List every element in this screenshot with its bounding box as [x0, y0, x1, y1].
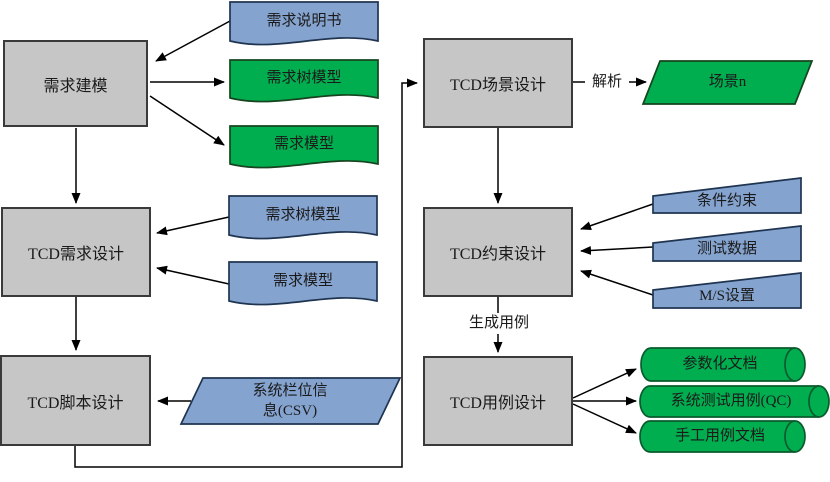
- doc-requirement-tree-model-green: [229, 59, 379, 103]
- edge-condition-to-constraint-design: [580, 203, 654, 230]
- cylinder-parameterized-doc-end-arc: [784, 347, 796, 382]
- edge-ms-to-constraint-design: [580, 269, 654, 296]
- manual-input-ms-setting: [652, 272, 802, 309]
- edge-modeling-to-model: [149, 95, 225, 146]
- doc-requirement-model-blue: [228, 261, 378, 306]
- parallelogram-system-field-info: [179, 377, 402, 425]
- edge-testdata-to-constraint-design: [580, 245, 654, 255]
- cylinder-system-test-case-qc-end-arc: [808, 385, 820, 418]
- manual-input-test-data: [652, 225, 802, 262]
- cylinder-manual-case-doc-end-arc: [784, 420, 796, 453]
- edge-model-to-req-design: [156, 265, 230, 285]
- node-requirements-modeling: 需求建模: [3, 40, 148, 127]
- cylinder-manual-case-doc: [639, 420, 806, 453]
- manual-input-condition-constraint: [652, 177, 802, 214]
- doc-requirement-spec: [229, 1, 379, 46]
- node-tcd-scenario-design: TCD场景设计: [423, 38, 573, 128]
- cylinder-system-test-case-qc: [639, 385, 830, 418]
- edge-script-design-to-scenario-design: [74, 78, 418, 468]
- edge-usecase-to-param-doc: [572, 368, 637, 399]
- edges: [71, 20, 654, 468]
- node-tcd-requirements-design: TCD需求设计: [1, 207, 151, 297]
- doc-requirement-model-green: [229, 125, 379, 169]
- node-tcd-constraint-design: TCD约束设计: [423, 207, 573, 297]
- edge-spec-to-modeling: [155, 20, 231, 62]
- edge-usecase-to-manual-doc: [572, 403, 637, 434]
- parallelogram-scenario-n: [641, 60, 814, 105]
- cylinder-parameterized-doc: [640, 347, 806, 382]
- node-tcd-usecase-design: TCD用例设计: [423, 356, 573, 446]
- doc-requirement-tree-model-blue: [228, 195, 378, 240]
- node-tcd-script-design: TCD脚本设计: [0, 355, 151, 446]
- edge-tree-model-to-req-design: [156, 216, 230, 236]
